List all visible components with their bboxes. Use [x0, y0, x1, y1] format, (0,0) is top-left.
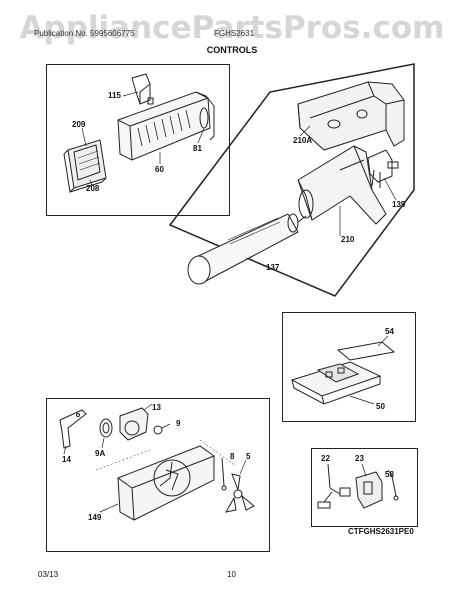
- part-8-screw: [221, 457, 227, 491]
- callout-54: 54: [385, 327, 394, 336]
- part-22-cord: [317, 463, 351, 509]
- publication-number: Publication No. 5995606775: [34, 29, 135, 38]
- part-137-cylinder: [187, 213, 307, 285]
- part-60-housing: [117, 91, 215, 161]
- callout-60: 60: [155, 165, 164, 174]
- callout-208: 208: [86, 184, 100, 193]
- part-58-screw: [387, 469, 399, 501]
- callout-149: 149: [88, 513, 102, 522]
- part-5-fan-blade: [225, 459, 255, 513]
- callout-9: 9: [176, 419, 181, 428]
- callout-22: 22: [321, 454, 330, 463]
- callout-210A: 210A: [293, 136, 313, 145]
- part-50-tray: [290, 361, 382, 405]
- callout-210: 210: [341, 235, 355, 244]
- part-9A-ring: [99, 418, 113, 449]
- footer-page-number: 10: [227, 570, 236, 579]
- section-title: CONTROLS: [206, 45, 258, 55]
- callout-50: 50: [376, 402, 385, 411]
- part-210A-cover: [297, 81, 405, 151]
- callout-13: 13: [152, 403, 161, 412]
- callout-8: 8: [230, 452, 235, 461]
- part-9-nut: [153, 423, 171, 435]
- callout-5: 5: [246, 452, 251, 461]
- leaders-top-left: [81, 91, 205, 187]
- part-115-clip: [131, 73, 154, 105]
- callout-137: 137: [266, 263, 280, 272]
- callout-14: 14: [62, 455, 71, 464]
- model-number: FGHS2631: [214, 29, 255, 38]
- part-54-bar: [336, 335, 396, 361]
- part-209-208-frame: [63, 139, 107, 194]
- part-23-cover: [355, 463, 383, 509]
- diagram-code: CTFGHS2631PE0: [348, 527, 414, 536]
- panel-top-right: [168, 63, 415, 297]
- callout-81: 81: [193, 144, 202, 153]
- part-13-motor: [119, 403, 153, 441]
- leaders-top-right: [245, 125, 397, 267]
- part-139-switch: [367, 149, 399, 188]
- callout-23: 23: [355, 454, 364, 463]
- footer-date: 03/13: [38, 570, 59, 579]
- watermark: AppliancePartsPros.com: [19, 10, 445, 46]
- callout-209: 209: [72, 120, 86, 129]
- part-210-housing: [297, 145, 387, 225]
- part-149-fan-housing: [95, 439, 237, 521]
- callout-9A: 9A: [95, 449, 106, 458]
- callout-58: 58: [385, 470, 394, 479]
- callout-139: 139: [392, 200, 406, 209]
- part-14-bracket: [59, 409, 87, 455]
- callout-115: 115: [108, 91, 121, 100]
